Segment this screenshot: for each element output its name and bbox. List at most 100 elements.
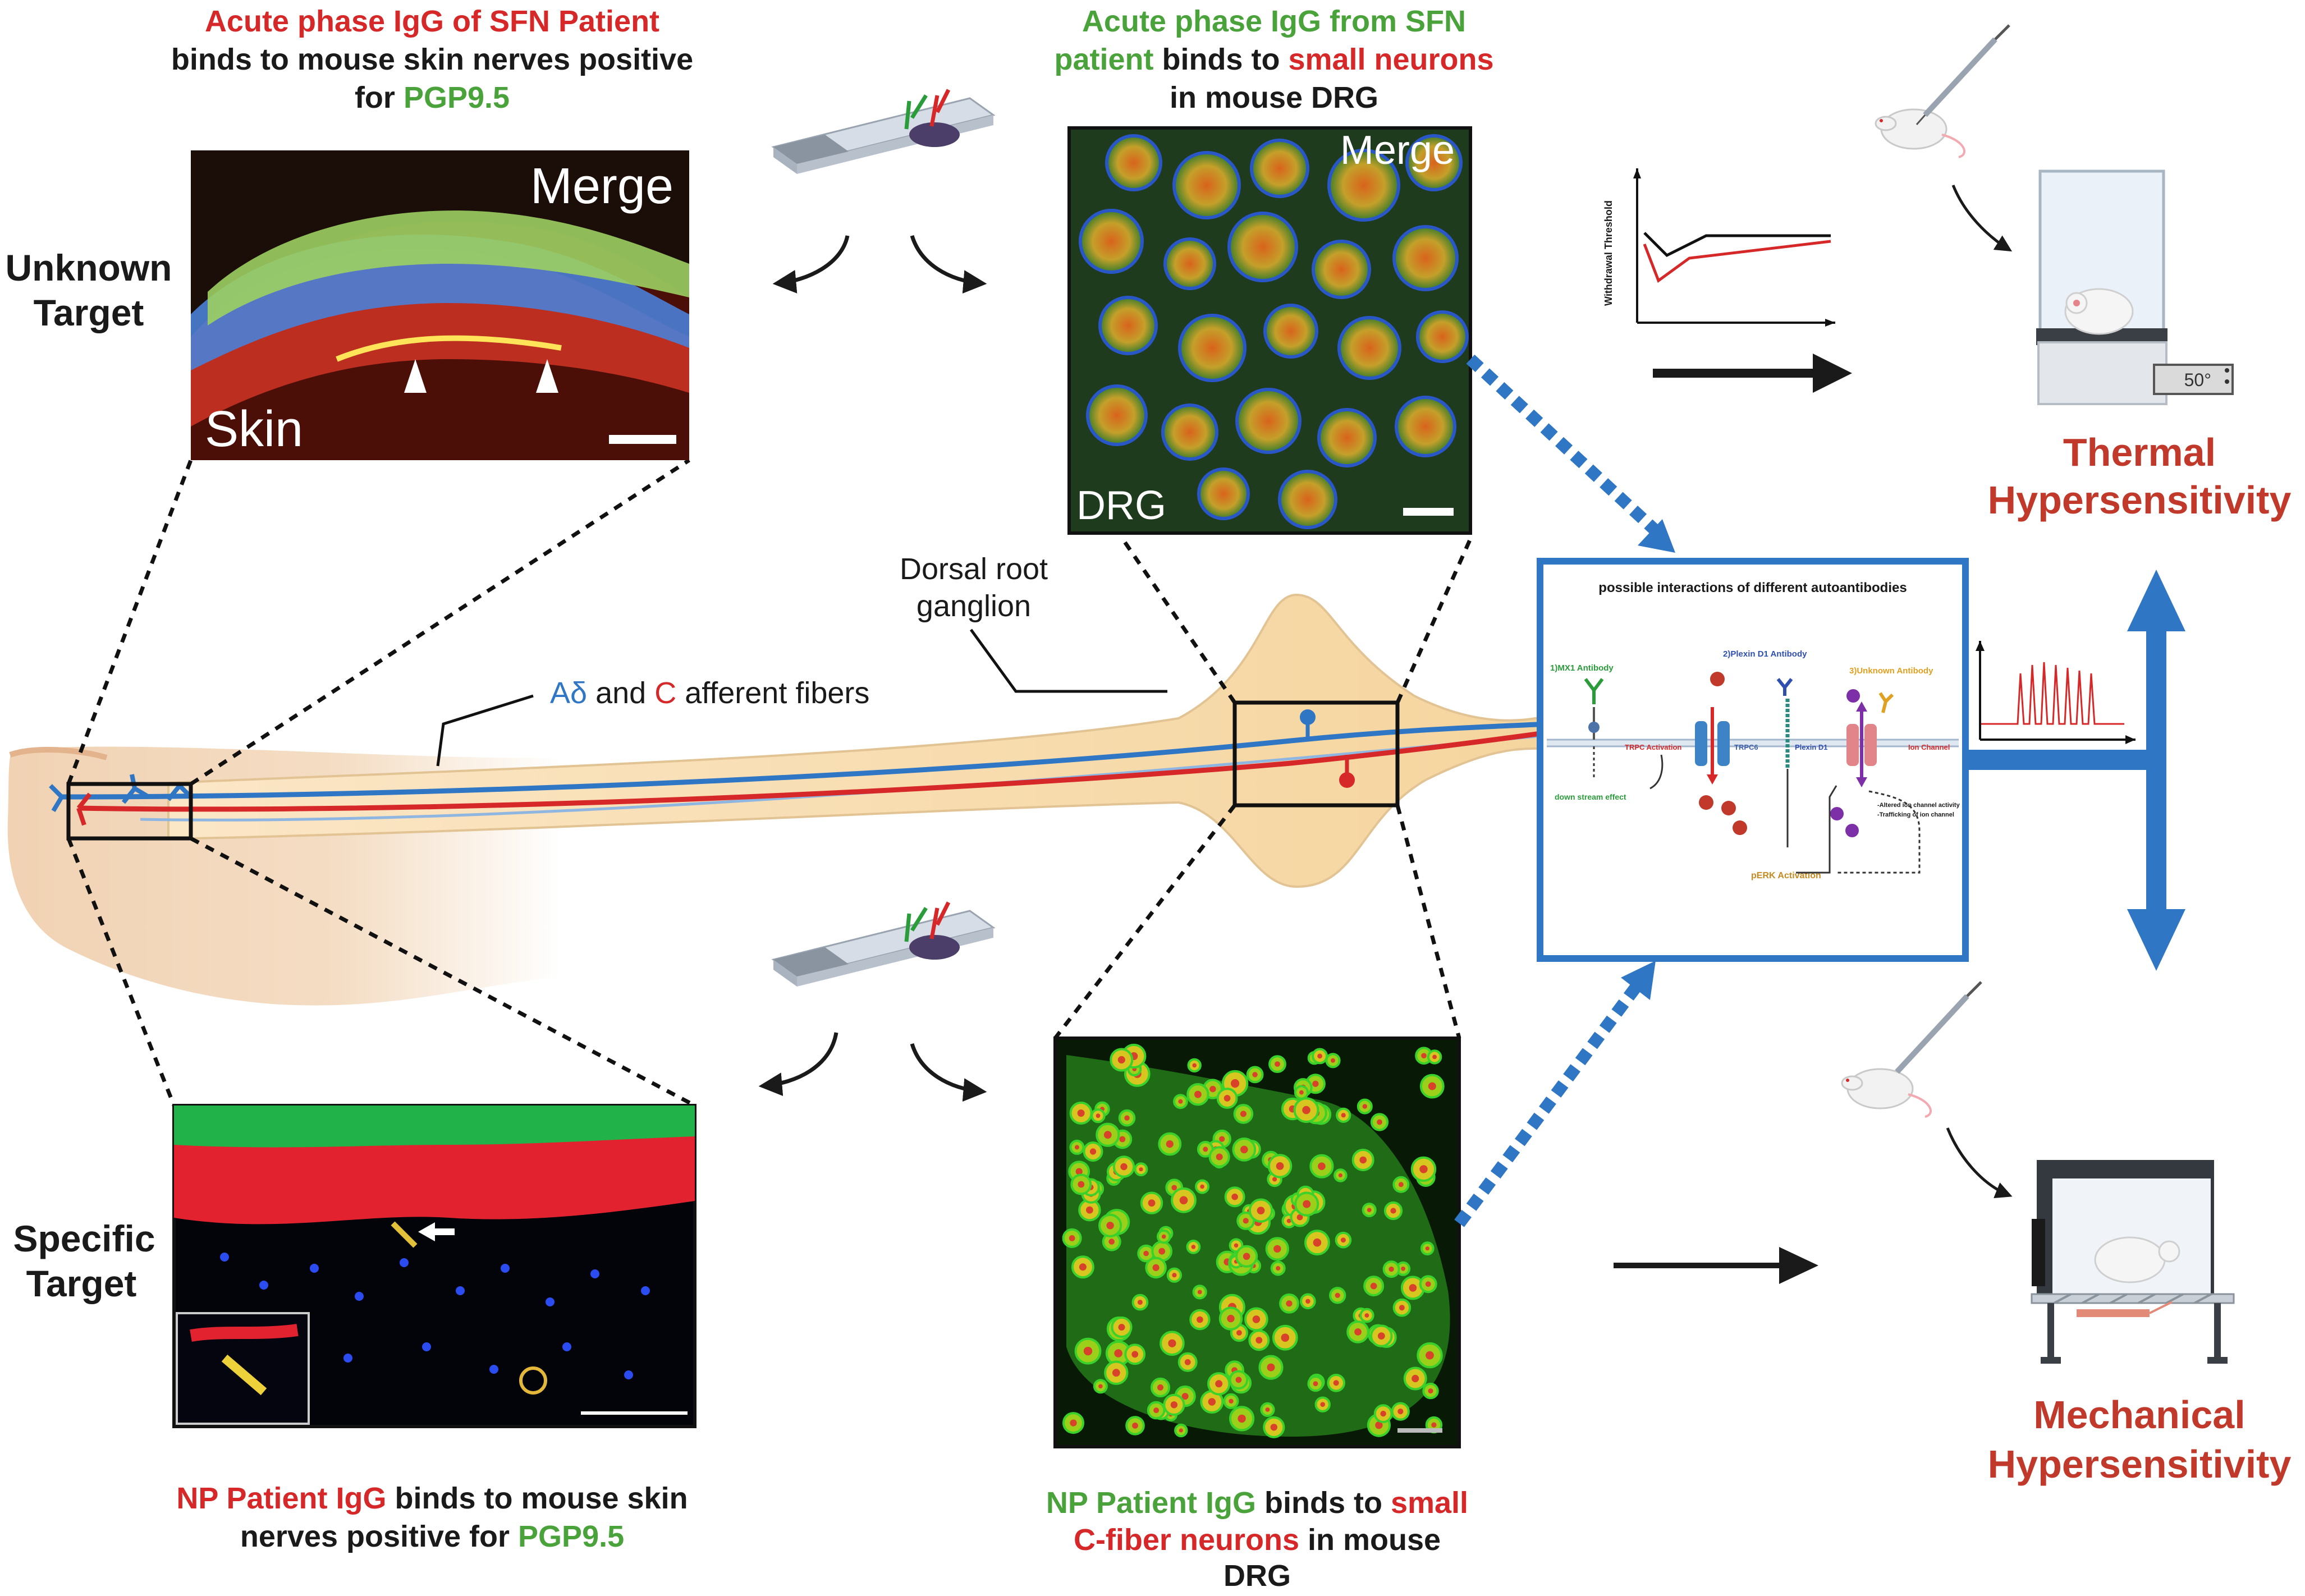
drg-cell-nucleus xyxy=(1152,1264,1160,1271)
caption-top-mid-line2-mid: binds to xyxy=(1153,43,1288,76)
drg-cell-nucleus xyxy=(1132,1423,1138,1429)
caption-top-left-line3-green: PGP9.5 xyxy=(404,81,510,114)
drg-cell-nucleus xyxy=(1070,1419,1077,1427)
drg-label: Dorsal root ganglion xyxy=(900,552,1048,623)
caption-bottom-mid-line3: DRG xyxy=(1223,1559,1291,1593)
mechanical-label-line2: Hypersensitivity xyxy=(1988,1442,2292,1486)
caption-top-mid-line1: Acute phase IgG from SFN xyxy=(1082,4,1466,38)
drg-cell-nucleus xyxy=(1079,1263,1087,1271)
drg-cell-nucleus xyxy=(1431,1422,1437,1428)
drg-cell-nucleus xyxy=(1124,1115,1130,1121)
caption-bottom-left-line2-prefix: nerves positive for xyxy=(240,1520,518,1553)
fibers-leader-line xyxy=(436,694,534,767)
drg-cell-nucleus xyxy=(1296,1214,1303,1221)
drg-cell-nucleus xyxy=(1419,1165,1428,1173)
drg-cell-nucleus xyxy=(1367,1208,1372,1213)
drg-cell-nucleus xyxy=(1216,1153,1223,1161)
fibers-label-c: C xyxy=(654,676,676,710)
drg-label-line2: ganglion xyxy=(916,589,1031,623)
trpc6-label: TRPC6 xyxy=(1734,743,1758,751)
drg-cell-nucleus xyxy=(1286,1218,1291,1223)
fibers-label: Aδ and C afferent fibers xyxy=(550,676,869,710)
drg-cell-nucleus xyxy=(1184,1359,1191,1365)
drg-cell-nucleus xyxy=(1161,1234,1166,1239)
drg-cell-nucleus xyxy=(1240,1145,1248,1154)
drg-cell-nucleus xyxy=(1281,1333,1290,1342)
caption-bottom-left-line1: NP Patient IgG binds to mouse skin xyxy=(176,1482,688,1515)
drg-cell-nucleus xyxy=(1359,1156,1367,1164)
drg-cell-nucleus xyxy=(1341,1113,1346,1118)
drg-cell-nucleus xyxy=(1231,1193,1238,1200)
caption-top-mid-line2-green: patient xyxy=(1054,43,1153,76)
drg-cell-nucleus xyxy=(1409,1284,1417,1292)
mesh-floor xyxy=(2031,1293,2235,1304)
drg-cell-nucleus xyxy=(1270,1424,1277,1431)
drg-cell-nucleus xyxy=(1077,1109,1085,1117)
thermal-apparatus: 50° xyxy=(1875,24,2234,405)
drg-bottom-cells xyxy=(1062,1043,1445,1438)
drg-cell-nucleus xyxy=(1364,1313,1369,1318)
drg-cell-nucleus xyxy=(1197,1290,1202,1295)
drg-cell-nucleus xyxy=(1421,1053,1427,1058)
drg-cell-nucleus xyxy=(1398,1182,1404,1187)
trpc-activation-label: TRPC Activation xyxy=(1625,743,1681,751)
mx1-label: 1)MX1 Antibody xyxy=(1550,663,1614,673)
drg-cell-nucleus xyxy=(1267,1363,1275,1372)
drg-cell-nucleus xyxy=(1273,1245,1281,1253)
altered-label-1: -Altered ion channel activity xyxy=(1877,802,1960,809)
drg-cell-nucleus xyxy=(1098,1384,1103,1389)
drg-cell-nucleus xyxy=(1086,1206,1093,1214)
drg-cell-nucleus xyxy=(1428,1082,1436,1090)
blue-ending xyxy=(49,784,64,813)
caption-bottom-left: NP Patient IgG binds to mouse skin nerve… xyxy=(176,1482,688,1553)
threshold-graph: Withdrawal Threshold xyxy=(1603,168,1852,393)
drg-cell-nucleus xyxy=(1362,1104,1367,1109)
drg-cell-nucleus xyxy=(1252,1072,1258,1077)
drg-cell-nucleus xyxy=(1425,1246,1429,1251)
panel-title: possible interactions of different autoa… xyxy=(1598,580,1907,595)
drg-cell-nucleus xyxy=(1171,1185,1177,1191)
drg-cell-nucleus xyxy=(1069,1235,1075,1241)
red-soma xyxy=(1339,772,1355,788)
altered-label-2: -Trafficking of ion channel xyxy=(1877,811,1954,818)
drg-cell-nucleus xyxy=(1179,1428,1183,1433)
ion-channel-label: Ion Channel xyxy=(1908,743,1950,751)
slide-bottom xyxy=(771,901,996,987)
drg-cell-nucleus xyxy=(1215,1380,1223,1388)
drg-cell-nucleus xyxy=(1120,1163,1128,1171)
drg-cell-nucleus xyxy=(1303,1200,1311,1208)
drg-cell-nucleus xyxy=(1200,1184,1204,1189)
drg-cell-nucleus xyxy=(1377,1332,1385,1340)
drg-cell-nucleus xyxy=(1234,1243,1239,1248)
caption-bottom-mid-line2-red: C-fiber neurons xyxy=(1074,1523,1299,1557)
caption-top-left-line1: Acute phase IgG of SFN Patient xyxy=(205,4,659,38)
hot-plate xyxy=(2037,341,2167,405)
micrograph-drg-bottom xyxy=(1053,1037,1461,1448)
drg-cell-nucleus xyxy=(1108,1239,1115,1245)
drg-cell-nucleus xyxy=(1106,1222,1114,1230)
skin-top-merge-label: Merge xyxy=(530,158,673,214)
caption-bottom-left-line1-rest: binds to mouse skin xyxy=(387,1482,688,1515)
blue-soma xyxy=(1300,709,1316,725)
drg-cell-nucleus xyxy=(1354,1328,1362,1336)
drg-cell-nucleus xyxy=(1397,1409,1404,1415)
drg-cell-nucleus xyxy=(1331,1058,1335,1063)
drg-cell-nucleus xyxy=(1312,1080,1319,1087)
caption-top-mid: Acute phase IgG from SFN patient binds t… xyxy=(1054,4,1493,114)
drg-cell-nucleus xyxy=(1117,1056,1125,1064)
drg-cell-nucleus xyxy=(1243,1253,1250,1260)
caption-bottom-mid-line1-red: small xyxy=(1391,1486,1468,1520)
drg-cell-nucleus xyxy=(1203,1146,1208,1152)
drg-label-line1: Dorsal root xyxy=(900,552,1048,586)
big-blue-arrow xyxy=(1965,570,2185,971)
drg-cell-nucleus xyxy=(1389,1266,1394,1272)
drg-cell-nucleus xyxy=(1231,1079,1240,1088)
mechanical-label: Mechanical Hypersensitivity xyxy=(1988,1393,2292,1486)
drg-cell-nucleus xyxy=(1317,1053,1323,1059)
red-fiber xyxy=(78,730,1550,812)
drg-leader-line xyxy=(969,629,1167,693)
drg-top-merge-label: Merge xyxy=(1340,128,1455,173)
temperature-display xyxy=(2153,364,2234,395)
drg-cell-nucleus xyxy=(1320,1402,1325,1407)
